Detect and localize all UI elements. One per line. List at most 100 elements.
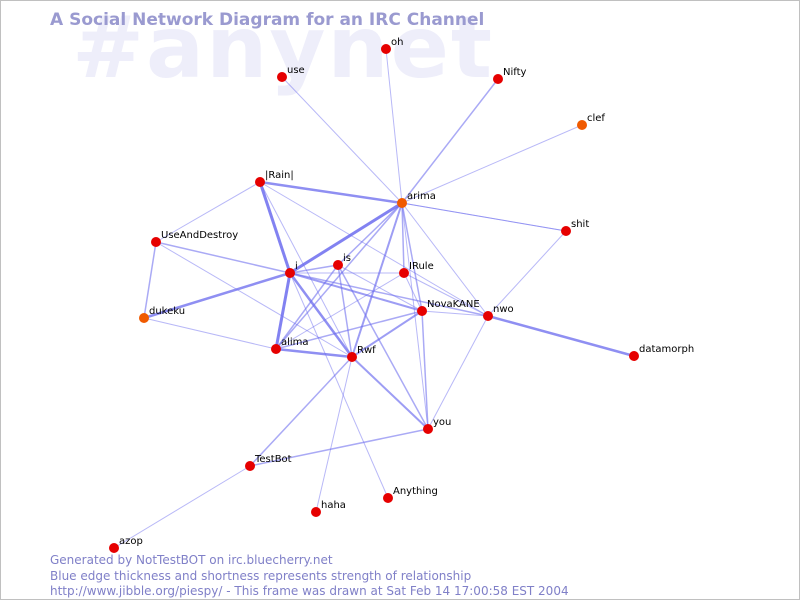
node-dot-Anything[interactable] [383, 493, 393, 503]
node-label-Rain: |Rain| [265, 170, 294, 181]
node-azop[interactable]: azop [109, 536, 143, 553]
node-dot-dukeku[interactable] [139, 313, 149, 323]
edge-Rwf-TestBot [249, 356, 353, 467]
edge-i-nwo [289, 272, 489, 317]
edge-layer [113, 48, 635, 549]
node-dot-UseAndDestroy[interactable] [151, 237, 161, 247]
edge-arima-is [337, 202, 403, 266]
edge-arima-nwo [401, 202, 489, 317]
node-dot-you[interactable] [423, 424, 433, 434]
node-dot-arima[interactable] [397, 198, 407, 208]
footer-generated-by: Generated by NotTestBOT on irc.bluecherr… [50, 553, 333, 567]
edge-TestBot-azop [113, 465, 251, 549]
edge-i-dukeku [143, 271, 291, 320]
node-dot-NovaKANE[interactable] [417, 306, 427, 316]
footer-legend-note: Blue edge thickness and shortness repres… [50, 569, 472, 583]
node-dot-use[interactable] [277, 72, 287, 82]
edge-arima-Rwf [351, 202, 403, 358]
node-clef[interactable]: clef [577, 113, 605, 130]
node-alima[interactable]: alima [271, 337, 309, 354]
node-label-use: use [287, 65, 305, 76]
edge-UseAndDestroy-Rwf [155, 241, 353, 358]
edge-Rain-arima [259, 180, 403, 205]
edge-clef-arima [401, 124, 583, 204]
edge-use-arima [281, 76, 403, 204]
node-dot-Rain[interactable] [255, 177, 265, 187]
node-label-alima: alima [281, 337, 309, 348]
node-label-Anything: Anything [393, 486, 438, 497]
node-layer: oh use Nifty clef |Rain| arima shitUseAndDestr… [109, 37, 694, 553]
node-haha[interactable]: haha [311, 500, 346, 517]
node-is[interactable]: is [333, 253, 351, 270]
node-dot-i[interactable] [285, 268, 295, 278]
edge-Rwf-haha [315, 356, 353, 513]
node-dot-TestBot[interactable] [245, 461, 255, 471]
node-datamorph[interactable]: datamorph [629, 344, 694, 361]
node-shit[interactable]: shit [561, 219, 589, 236]
edge-Rain-UseAndDestroy [155, 181, 261, 243]
node-dot-nwo[interactable] [483, 311, 493, 321]
node-label-dukeku: dukeku [149, 306, 185, 317]
edge-NovaKANE-you [421, 310, 429, 430]
node-UseAndDestroy[interactable]: UseAndDestroy [151, 230, 238, 247]
node-oh[interactable]: oh [381, 37, 403, 54]
node-label-Rwf: Rwf [357, 345, 376, 356]
node-label-haha: haha [321, 500, 346, 511]
node-dot-shit[interactable] [561, 226, 571, 236]
edge-NovaKANE-Rwf [351, 310, 423, 358]
node-dot-datamorph[interactable] [629, 351, 639, 361]
node-dot-oh[interactable] [381, 44, 391, 54]
node-dot-is[interactable] [333, 260, 343, 270]
node-dot-Nifty[interactable] [493, 74, 503, 84]
node-Anything[interactable]: Anything [383, 486, 438, 503]
node-IRule[interactable]: IRule [399, 261, 434, 278]
edge-alima-Rwf [275, 347, 353, 359]
edge-nwo-you [427, 315, 489, 430]
node-dot-clef[interactable] [577, 120, 587, 130]
node-label-i: i [295, 261, 298, 272]
node-nwo[interactable]: nwo [483, 304, 514, 321]
edge-IRule-nwo [403, 272, 489, 317]
edge-IRule-alima [275, 272, 405, 350]
edge-arima-i [289, 201, 403, 275]
node-label-azop: azop [119, 536, 143, 547]
edge-i-Anything [289, 272, 389, 499]
node-Nifty[interactable]: Nifty [493, 67, 527, 84]
edge-nwo-shit [487, 230, 567, 317]
node-label-clef: clef [587, 113, 605, 124]
node-label-is: is [343, 253, 351, 264]
footer-source-link[interactable]: http://www.jibble.org/piespy/ - This fra… [50, 584, 569, 598]
node-dot-alima[interactable] [271, 344, 281, 354]
edge-is-you [337, 264, 429, 430]
node-label-you: you [433, 417, 451, 428]
node-Rain[interactable]: |Rain| [255, 170, 294, 187]
node-i[interactable]: i [285, 261, 298, 278]
diagram-title: A Social Network Diagram for an IRC Chan… [50, 10, 485, 30]
node-dot-azop[interactable] [109, 543, 119, 553]
node-dot-Rwf[interactable] [347, 352, 357, 362]
node-Rwf[interactable]: Rwf [347, 345, 376, 362]
node-you[interactable]: you [423, 417, 451, 434]
node-TestBot[interactable]: TestBot [245, 454, 292, 471]
edge-alima-dukeku [143, 317, 277, 350]
node-label-UseAndDestroy: UseAndDestroy [161, 230, 238, 241]
node-use[interactable]: use [277, 65, 305, 82]
edge-NovaKANE-nwo [421, 310, 489, 317]
edge-IRule-NovaKANE [403, 272, 423, 312]
node-arima[interactable]: arima [397, 191, 436, 208]
node-dot-haha[interactable] [311, 507, 321, 517]
edge-Rain-Rwf [259, 181, 353, 358]
edge-arima-NovaKANE [401, 202, 423, 312]
edge-oh-arima [385, 48, 403, 204]
node-label-datamorph: datamorph [639, 344, 694, 355]
edge-UseAndDestroy-dukeku [143, 241, 157, 319]
node-dot-IRule[interactable] [399, 268, 409, 278]
edge-Rwf-you [351, 356, 429, 430]
node-label-oh: oh [391, 37, 403, 48]
node-dukeku[interactable]: dukeku [139, 306, 185, 323]
edge-shit-arima [401, 202, 567, 232]
node-NovaKANE[interactable]: NovaKANE [417, 299, 480, 316]
node-label-Nifty: Nifty [503, 67, 527, 78]
edge-is-alima [275, 264, 339, 350]
